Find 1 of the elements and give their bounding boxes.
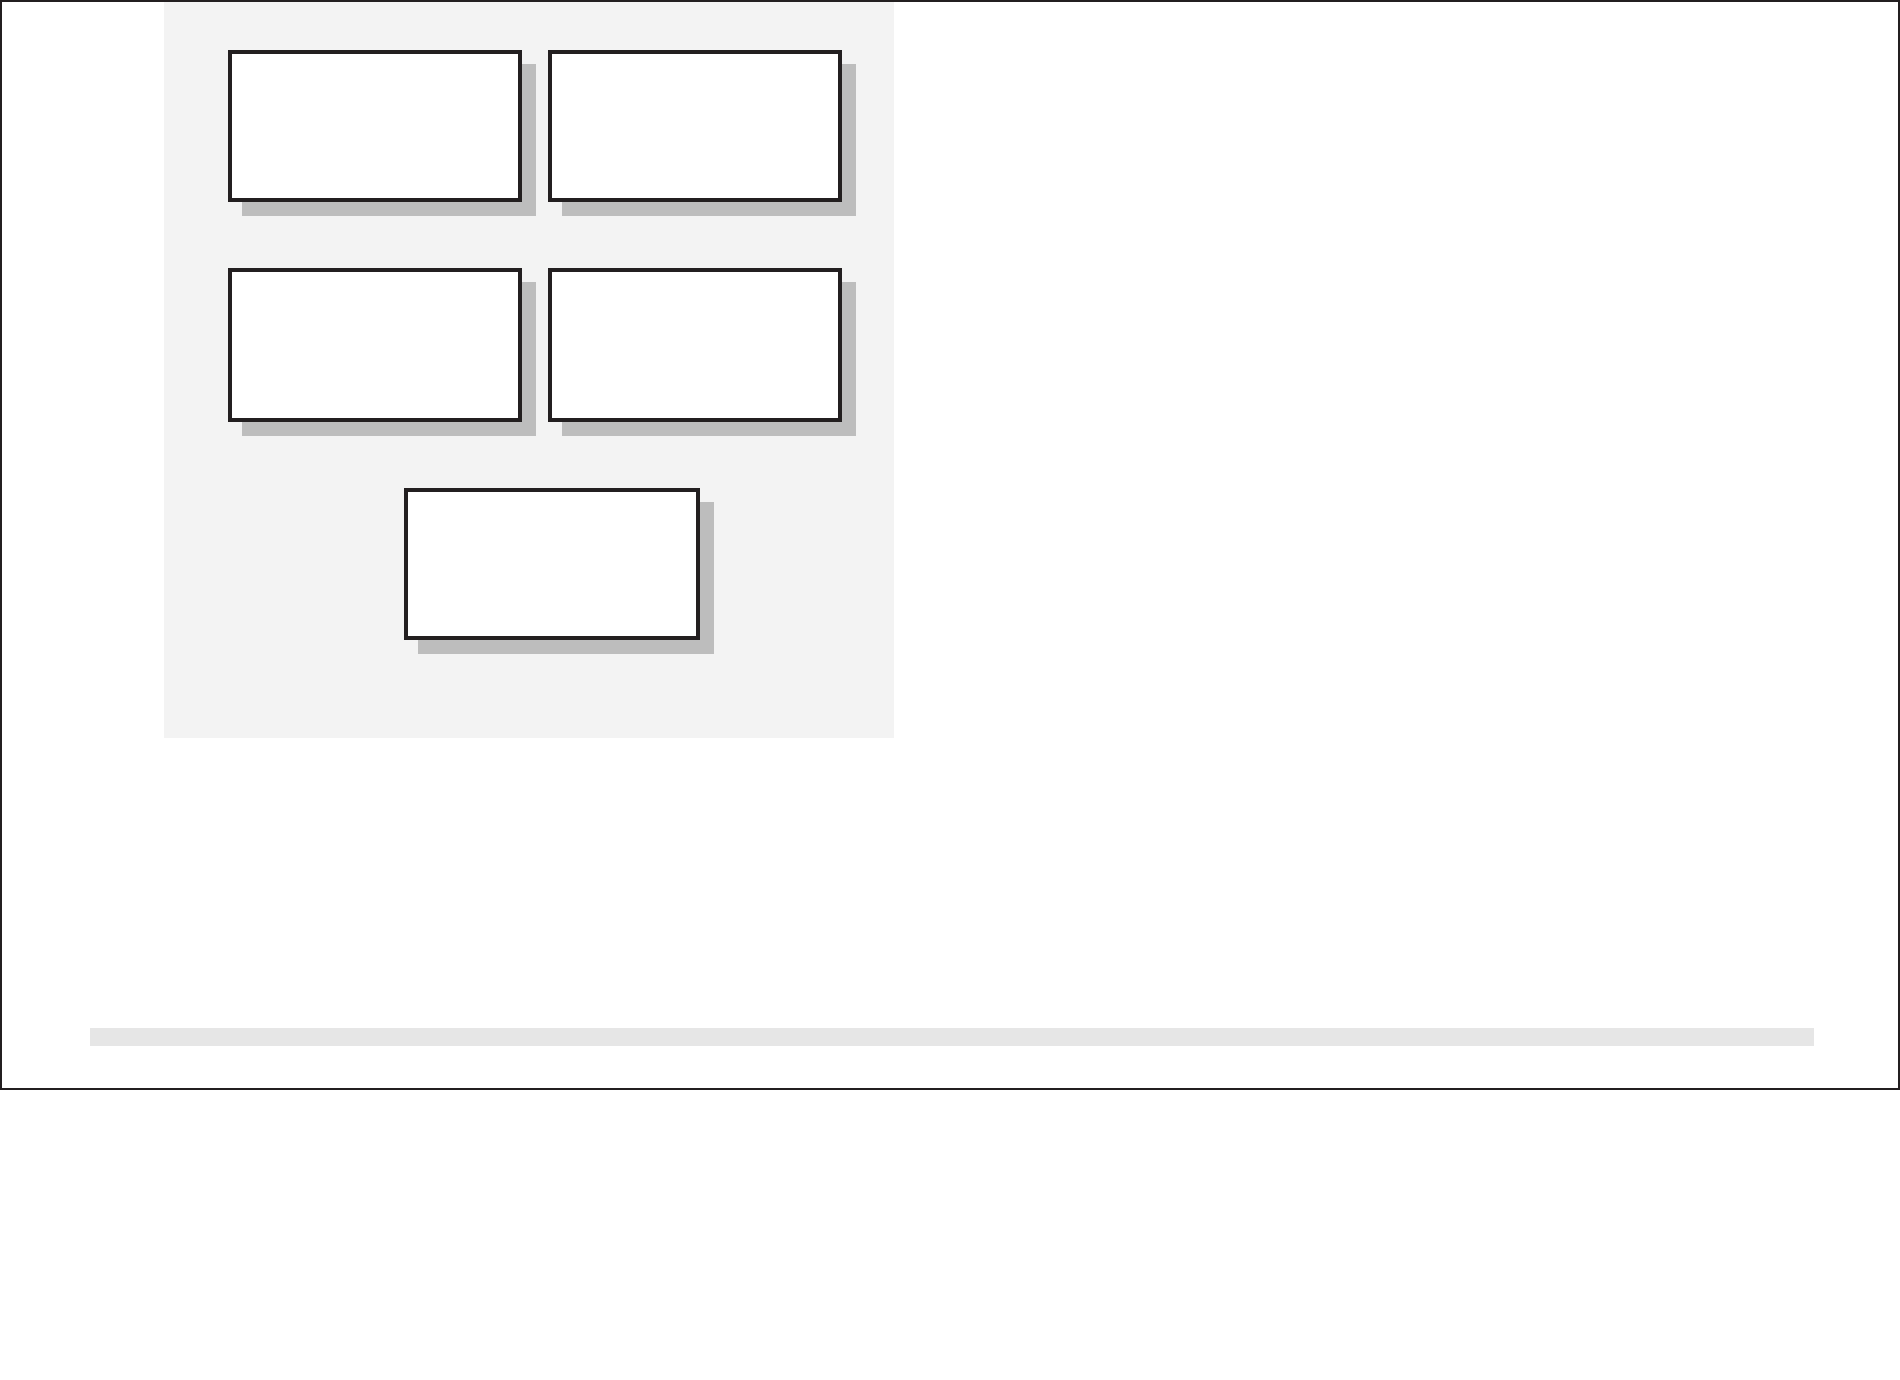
panel-background: [164, 2, 894, 738]
